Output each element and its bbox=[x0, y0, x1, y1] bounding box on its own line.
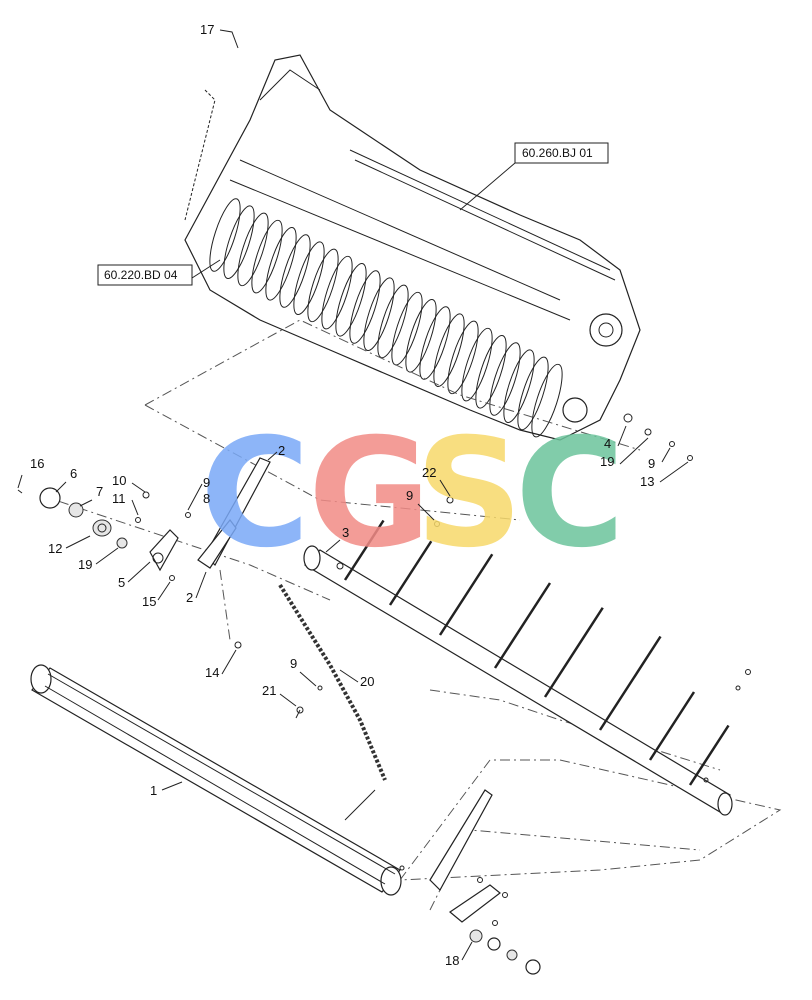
boundary-line-5 bbox=[398, 759, 782, 881]
drive-chain-20 bbox=[278, 583, 387, 821]
watermark-letter-c2: C bbox=[515, 407, 625, 581]
bearing-18 bbox=[469, 929, 483, 943]
callout-14: 14 bbox=[205, 665, 219, 680]
pickup-coil bbox=[489, 342, 521, 416]
reel-shaft-end bbox=[303, 545, 321, 571]
callout-9-b: 9 bbox=[406, 488, 413, 503]
callout-3: 3 bbox=[342, 525, 349, 540]
boundary-line-4 bbox=[219, 569, 231, 641]
pickup-coil bbox=[503, 349, 535, 423]
pickup-coil bbox=[251, 219, 283, 294]
callout-1: 1 bbox=[150, 783, 157, 798]
bearing-flange-6 bbox=[39, 487, 61, 509]
callout-6: 6 bbox=[70, 466, 77, 481]
callout-12: 12 bbox=[48, 541, 62, 556]
pickup-hub bbox=[589, 313, 623, 347]
bolt-21 bbox=[296, 706, 304, 714]
pickup-coil bbox=[405, 299, 437, 373]
boundary-line-3 bbox=[39, 494, 331, 601]
boundary-line-2 bbox=[144, 404, 521, 521]
callouts: 17 2 16 6 10 7 11 9 8 12 19 5 15 2 22 9 … bbox=[17, 22, 689, 968]
boundary-line-1 bbox=[144, 319, 641, 451]
watermark: C G S C bbox=[200, 407, 625, 581]
pickup-coil bbox=[223, 205, 255, 279]
callout-22: 22 bbox=[422, 465, 436, 480]
pickup-coil bbox=[321, 255, 353, 330]
reel-tine bbox=[493, 582, 552, 669]
reel-tine bbox=[543, 607, 604, 698]
roller-1 bbox=[30, 664, 402, 896]
pickup-coil bbox=[265, 227, 297, 301]
right-lower-hardware bbox=[399, 413, 693, 975]
reference-left: 60.220.BD 04 bbox=[97, 259, 221, 286]
reel-tine bbox=[688, 724, 730, 786]
pickup-tine-coils bbox=[209, 198, 563, 438]
reel-tine bbox=[388, 540, 433, 606]
callout-16: 16 bbox=[30, 456, 44, 471]
pickup-coil bbox=[475, 335, 507, 409]
pickup-assembly bbox=[184, 54, 641, 441]
callout-21: 21 bbox=[262, 683, 276, 698]
watermark-letter-c1: C bbox=[200, 407, 310, 581]
callout-2: 2 bbox=[278, 443, 285, 458]
pickup-coil bbox=[293, 241, 325, 315]
watermark-letter-s: S bbox=[415, 407, 523, 581]
reference-upper-text: 60.260.BJ 01 bbox=[522, 146, 593, 160]
pickup-coil bbox=[447, 320, 479, 395]
pickup-coil bbox=[531, 363, 563, 438]
callout-4: 4 bbox=[604, 436, 611, 451]
pickup-bearing bbox=[562, 397, 588, 423]
cam-plate-5 bbox=[149, 529, 179, 572]
arm-2-b bbox=[197, 519, 237, 569]
arm-right-b bbox=[449, 884, 501, 923]
pickup-coil bbox=[433, 313, 465, 387]
bearing-12 bbox=[92, 519, 112, 537]
callout-10: 10 bbox=[112, 473, 126, 488]
pickup-coil bbox=[237, 212, 269, 287]
callout-18: 18 bbox=[445, 953, 459, 968]
callout-9-a: 9 bbox=[203, 475, 210, 490]
pickup-coil bbox=[419, 306, 451, 380]
arm-right-a bbox=[429, 789, 493, 891]
pickup-coil bbox=[209, 198, 241, 272]
reference-upper: 60.260.BJ 01 bbox=[459, 142, 609, 211]
callout-13: 13 bbox=[640, 474, 654, 489]
washer-19 bbox=[116, 537, 128, 549]
reel-tine bbox=[438, 553, 494, 636]
callout-17: 17 bbox=[200, 22, 214, 37]
bushing-7 bbox=[68, 502, 84, 518]
callout-5: 5 bbox=[118, 575, 125, 590]
pickup-coil bbox=[307, 248, 339, 323]
callout-19-a: 19 bbox=[78, 557, 92, 572]
pickup-coil bbox=[363, 277, 395, 351]
tine-bar-top bbox=[349, 149, 616, 281]
callout-20: 20 bbox=[360, 674, 374, 689]
boundary-line-7 bbox=[429, 689, 721, 771]
callout-8: 8 bbox=[203, 491, 210, 506]
pickup-coil bbox=[335, 263, 367, 337]
reel-tine bbox=[598, 635, 662, 731]
reel-tine bbox=[343, 519, 385, 581]
reel-tines bbox=[343, 519, 730, 786]
callout-2-b: 2 bbox=[186, 590, 193, 605]
callout-9-d: 9 bbox=[290, 656, 297, 671]
left-hardware bbox=[17, 457, 271, 649]
pickup-coil bbox=[349, 270, 381, 344]
reference-left-text: 60.220.BD 04 bbox=[104, 268, 178, 282]
watermark-letter-g: G bbox=[308, 407, 431, 581]
callout-19-b: 19 bbox=[600, 454, 614, 469]
callout-7: 7 bbox=[96, 484, 103, 499]
callout-15: 15 bbox=[142, 594, 156, 609]
callout-11: 11 bbox=[112, 491, 126, 506]
pickup-coil bbox=[279, 234, 311, 308]
reel-tine bbox=[648, 691, 696, 761]
callout-9-c: 9 bbox=[648, 456, 655, 471]
pickup-coil bbox=[517, 356, 549, 431]
tine-reel bbox=[303, 496, 751, 816]
pickup-coil bbox=[461, 327, 493, 402]
